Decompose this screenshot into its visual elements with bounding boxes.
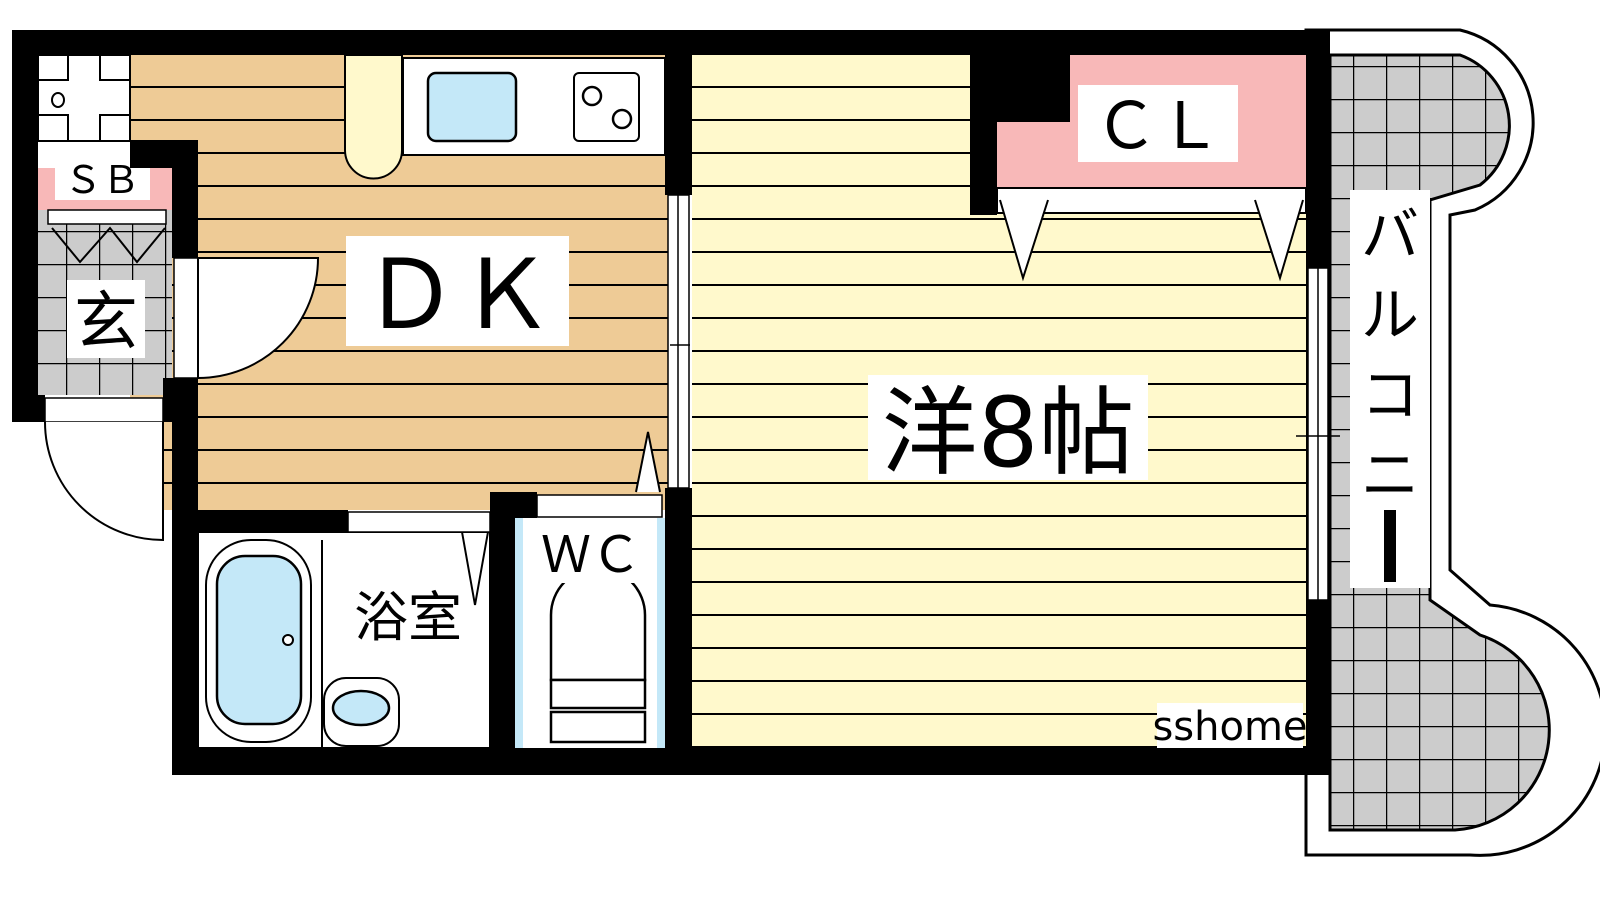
refrigerator-space	[344, 54, 403, 180]
toilet-label: ＷＣ	[541, 526, 641, 584]
balcony-window[interactable]	[1296, 267, 1340, 601]
western-room-label: 洋8帖	[881, 377, 1134, 489]
sink-icon	[426, 71, 518, 143]
balcony: バ ル コ ニ	[1304, 28, 1600, 857]
balcony-label-1: バ	[1361, 201, 1419, 269]
walls	[12, 30, 1330, 775]
shoebox-label: ＳＢ	[64, 158, 140, 202]
entrance: ＳＢ 玄	[38, 153, 172, 395]
kitchen-counter	[344, 54, 666, 180]
balcony-label-4: ニ	[1361, 441, 1419, 509]
balcony-label-2: ル	[1361, 281, 1419, 349]
closet-label: ＣＬ	[1094, 90, 1222, 164]
watermark: sshome	[1152, 704, 1307, 750]
bath-label: 浴室	[354, 586, 462, 649]
entrance-label: 玄	[74, 286, 138, 360]
toilet-room: ＷＣ	[515, 431, 665, 748]
balcony-label-5-bar	[1384, 510, 1396, 582]
dk-label: ＤＫ	[362, 239, 554, 351]
front-door[interactable]	[44, 397, 164, 542]
stove-icon	[573, 72, 640, 142]
bathroom: 浴室	[197, 511, 491, 749]
toilet-icon	[549, 566, 647, 682]
balcony-label-3: コ	[1361, 361, 1419, 429]
sliding-door-dk[interactable]	[667, 194, 690, 489]
washing-machine-space	[37, 54, 131, 142]
closet: ＣＬ	[970, 55, 1307, 282]
drain-icon	[51, 92, 65, 108]
